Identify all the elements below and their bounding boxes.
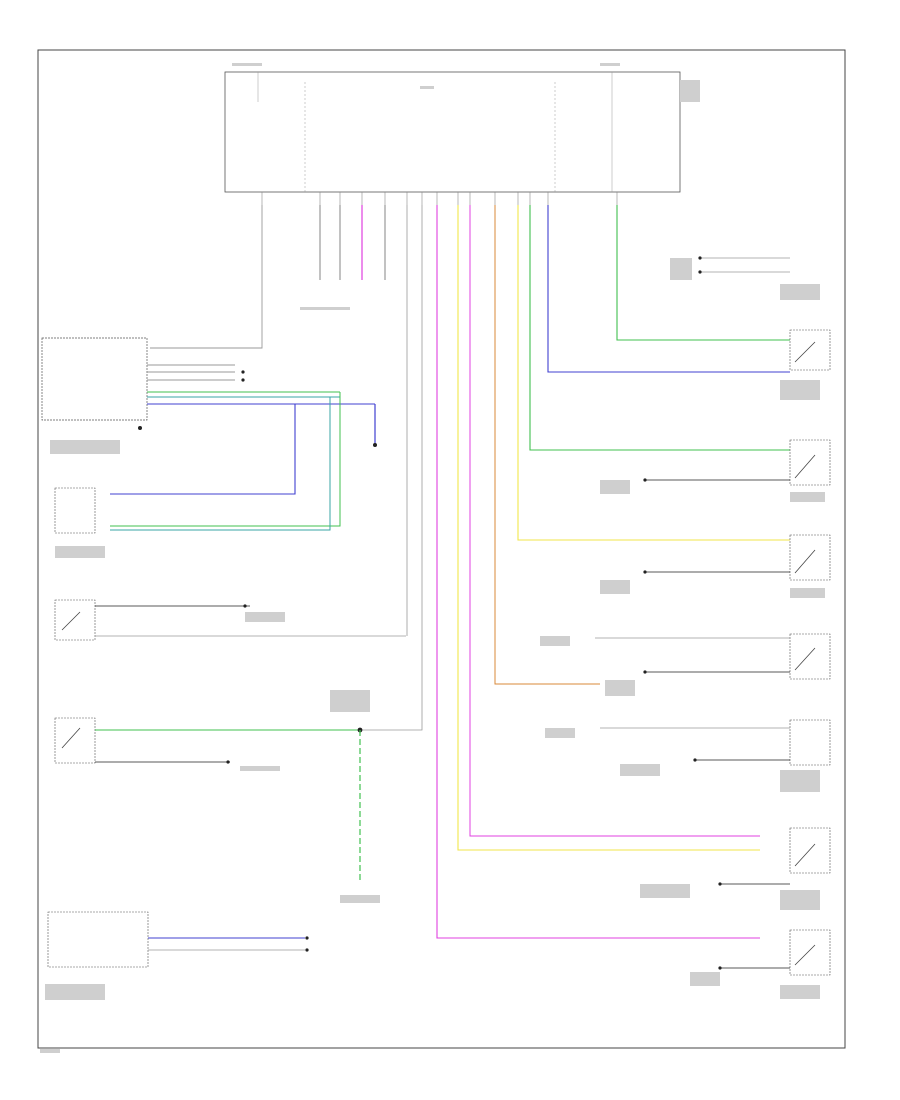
wire-yellow (517, 205, 790, 541)
wire-magenta (436, 205, 760, 939)
left-module-wires (147, 364, 375, 405)
label-placeholders (40, 63, 825, 1053)
wire-teal (110, 397, 331, 531)
central-module-box (224, 71, 681, 193)
connector-stubs (319, 205, 386, 280)
switch-r1 (698, 256, 790, 274)
bottom-left-module (47, 911, 309, 968)
wire-green (529, 205, 790, 451)
module-pins (261, 192, 618, 205)
wire-blue (110, 404, 296, 495)
switch-r5 (595, 633, 831, 680)
wire-magenta (469, 205, 760, 837)
switch-l1 (54, 599, 406, 641)
diagram-border (37, 49, 846, 1049)
switch-r4 (643, 534, 831, 581)
switch-r2 (789, 329, 831, 371)
wire-gray (150, 205, 263, 349)
switch-r8 (718, 929, 831, 976)
wire-green (110, 392, 341, 527)
left-connector-block (41, 337, 148, 421)
splice-dot (241, 378, 245, 382)
ground-dot (138, 426, 142, 430)
splice-dot (241, 370, 245, 374)
wire-gray-drop (360, 205, 423, 731)
connector-dot (373, 443, 377, 447)
switch-r3 (643, 439, 831, 486)
wire-yellow (457, 205, 760, 851)
switch-r7 (718, 827, 831, 886)
wire-green (616, 205, 790, 341)
switch-l2 (54, 717, 360, 764)
switch-r6 (600, 719, 831, 766)
seat-belt-switch (54, 487, 96, 534)
wire-orange (494, 205, 600, 685)
wire-blue (547, 205, 790, 373)
